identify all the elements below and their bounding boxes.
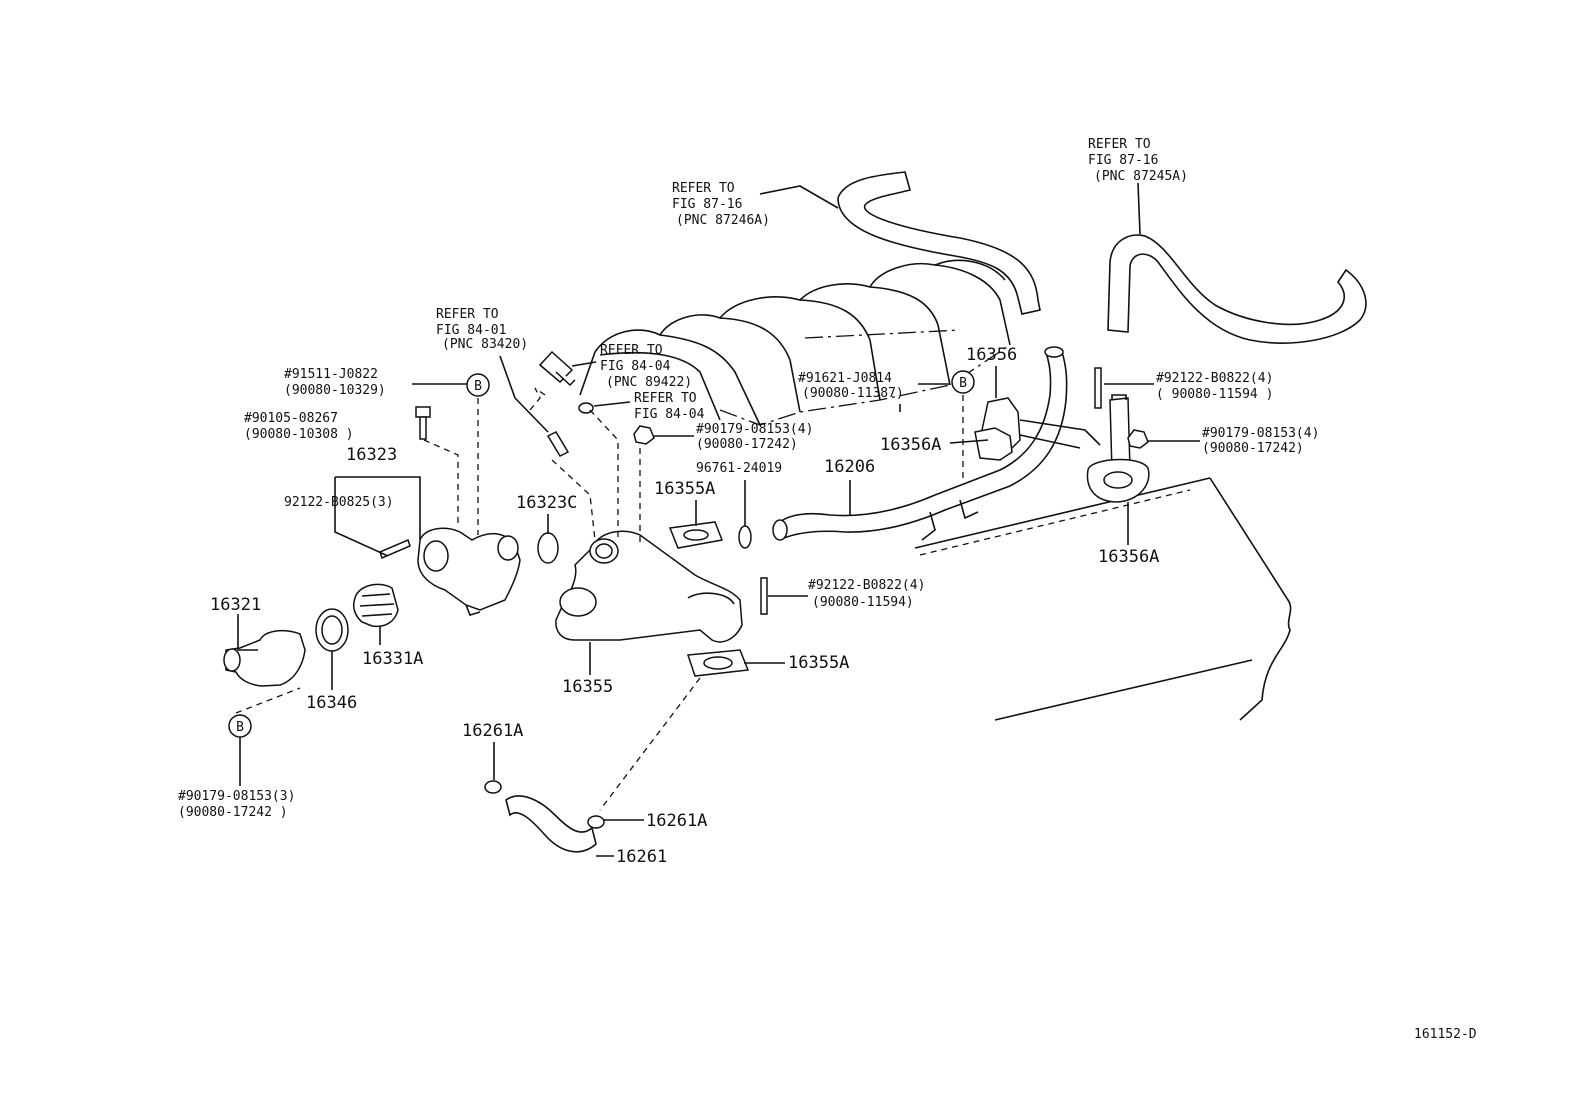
svg-text:#92122-B0822(4): #92122-B0822(4)	[1156, 371, 1273, 386]
label-16206: 16206	[824, 457, 875, 477]
svg-text:(90080-10308 ): (90080-10308 )	[244, 427, 354, 442]
svg-text:B: B	[236, 720, 244, 735]
nut-90179-right	[1127, 429, 1149, 449]
right-outlet-flange	[1086, 367, 1150, 503]
svg-text:#91511-J0822: #91511-J0822	[284, 367, 378, 382]
label-90179-left: #90179-08153(3) (90080-17242 )	[178, 789, 295, 820]
gasket-16355a-top	[668, 521, 724, 549]
label-91511: #91511-J0822 (90080-10329)	[284, 367, 386, 398]
svg-text:(90080-17242): (90080-17242)	[696, 437, 798, 452]
svg-text:B: B	[474, 379, 482, 394]
label-16356a-bottom: 16356A	[1098, 547, 1159, 567]
ref-fig-87-16-b: REFER TO FIG 87-16 (PNC 87245A)	[1088, 137, 1188, 184]
marker-b-3: B	[228, 714, 252, 738]
engine-block-outline	[914, 477, 1292, 721]
ref-fig-84-04-b: REFER TO FIG 84-04	[634, 391, 705, 422]
o-ring-96761	[738, 525, 752, 549]
svg-text:REFER TO: REFER TO	[436, 307, 499, 322]
thermostat-housing-16323	[417, 527, 521, 616]
svg-text:#91621-J0814: #91621-J0814	[798, 371, 892, 386]
label-90179-right: #90179-08153(4) (90080-17242)	[1202, 426, 1319, 456]
label-16321: 16321	[210, 595, 261, 615]
svg-text:FIG 84-04: FIG 84-04	[634, 407, 705, 422]
gasket-16346	[315, 608, 349, 652]
label-16323c: 16323C	[516, 493, 577, 513]
hose-87246a	[837, 171, 1041, 315]
leader-lines	[237, 182, 1200, 857]
hose-87245a	[1107, 234, 1367, 344]
label-16261: 16261	[616, 847, 667, 867]
ref-fig-84-04-a: REFER TO FIG 84-04 (PNC 89422)	[600, 343, 692, 390]
svg-text:(90080-11387): (90080-11387)	[802, 386, 904, 401]
label-16356a-left: 16356A	[880, 435, 941, 455]
svg-text:REFER TO: REFER TO	[1088, 137, 1151, 152]
svg-text:(90080-17242 ): (90080-17242 )	[178, 805, 288, 820]
label-16355a-bottom: 16355A	[788, 653, 849, 673]
label-16346: 16346	[306, 693, 357, 713]
svg-text:(PNC 87245A): (PNC 87245A)	[1094, 169, 1188, 184]
svg-text:REFER TO: REFER TO	[634, 391, 697, 406]
label-16331a: 16331A	[362, 649, 423, 669]
svg-text:FIG 87-16: FIG 87-16	[672, 197, 742, 212]
label-16261a-top: 16261A	[462, 721, 523, 741]
water-inlet-16355	[555, 530, 743, 643]
hose-16261	[484, 780, 605, 853]
sensor-small	[546, 431, 570, 457]
label-16355: 16355	[562, 677, 613, 697]
bolt-90105	[415, 406, 431, 440]
svg-text:B: B	[959, 376, 967, 391]
label-92122-b0822-mid: #92122-B0822(4) (90080-11594)	[808, 578, 925, 610]
clip-89422	[578, 402, 594, 414]
intake-manifold-outline	[579, 259, 1011, 426]
svg-text:REFER TO: REFER TO	[672, 181, 735, 196]
label-96761: 96761-24019	[696, 461, 782, 476]
svg-text:(90080-17242): (90080-17242)	[1202, 441, 1304, 456]
label-92122-b0825: 92122-B0825(3)	[284, 495, 394, 510]
label-16261a-bottom: 16261A	[646, 811, 707, 831]
ref-fig-84-01: REFER TO FIG 84-01 (PNC 83420)	[436, 307, 528, 352]
label-16355a-top: 16355A	[654, 479, 715, 499]
svg-text:#90179-08153(4): #90179-08153(4)	[696, 422, 813, 437]
label-90179-mid: #90179-08153(4) (90080-17242)	[696, 422, 813, 452]
label-92122-b0822-top: #92122-B0822(4) ( 90080-11594 )	[1156, 371, 1273, 402]
stud-92122-b0822-mid	[760, 577, 768, 615]
svg-text:( 90080-11594 ): ( 90080-11594 )	[1156, 387, 1273, 402]
marker-b-1: B	[466, 373, 490, 397]
sensor-83420	[538, 350, 576, 387]
stud-92122-b0825	[379, 538, 411, 560]
assembly-lines	[235, 387, 964, 811]
pipe-16206	[772, 346, 1068, 541]
svg-text:(90080-11594): (90080-11594)	[812, 595, 914, 610]
svg-text:#90179-08153(4): #90179-08153(4)	[1202, 426, 1319, 441]
svg-text:(PNC 83420): (PNC 83420)	[442, 337, 528, 352]
ref-fig-87-16-a: REFER TO FIG 87-16 (PNC 87246A)	[672, 181, 770, 228]
svg-text:(PNC 87246A): (PNC 87246A)	[676, 213, 770, 228]
label-90105: #90105-08267 (90080-10308 )	[244, 411, 354, 442]
svg-text:FIG 87-16: FIG 87-16	[1088, 153, 1158, 168]
diagram-id: 161152-D	[1414, 1027, 1477, 1042]
o-ring-16323c	[537, 532, 559, 564]
svg-text:#90179-08153(3): #90179-08153(3)	[178, 789, 295, 804]
thermostat-16331a	[352, 583, 399, 628]
label-91621: #91621-J0814 (90080-11387)	[798, 371, 904, 401]
svg-text:REFER TO: REFER TO	[600, 343, 663, 358]
svg-text:(PNC 89422): (PNC 89422)	[606, 375, 692, 390]
outlet-housing-16356	[974, 397, 1101, 461]
inlet-pipe-16321	[223, 629, 306, 687]
label-16323: 16323	[346, 445, 397, 465]
marker-b-2: B	[951, 370, 975, 394]
label-16356: 16356	[966, 345, 1017, 365]
svg-text:#92122-B0822(4): #92122-B0822(4)	[808, 578, 925, 593]
nut-90179-mid	[633, 425, 655, 445]
svg-text:(90080-10329): (90080-10329)	[284, 383, 386, 398]
svg-text:FIG 84-01: FIG 84-01	[436, 323, 506, 338]
svg-text:#90105-08267: #90105-08267	[244, 411, 338, 426]
gasket-16355a-bottom	[686, 649, 750, 677]
svg-text:FIG 84-04: FIG 84-04	[600, 359, 671, 374]
